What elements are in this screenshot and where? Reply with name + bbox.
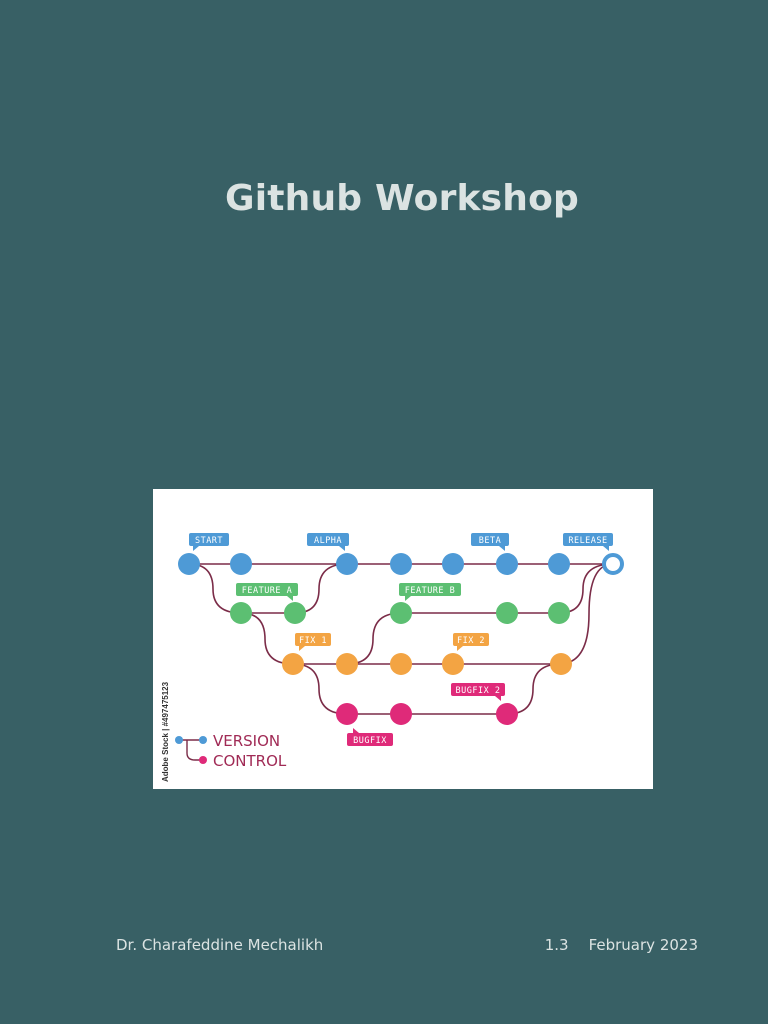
tag-feature-b: FEATURE B (399, 583, 461, 601)
git-branch-graph: START ALPHA BETA RELEASE FEATURE A (161, 533, 624, 782)
svg-text:START: START (195, 536, 223, 546)
feature-branch-nodes (230, 602, 570, 624)
svg-text:FIX 2: FIX 2 (457, 636, 485, 646)
tag-fix-2: FIX 2 (453, 633, 489, 651)
tag-bugfix: BUGFIX (347, 728, 393, 746)
svg-text:BUGFIX 2: BUGFIX 2 (456, 686, 501, 696)
svg-text:ALPHA: ALPHA (314, 536, 342, 546)
legend-line-2: CONTROL (213, 752, 287, 770)
document-title: Github Workshop (224, 178, 580, 219)
fix-branch-nodes (282, 653, 572, 675)
date: February 2023 (588, 936, 698, 954)
legend-line-1: VERSION (213, 732, 280, 750)
tag-bugfix-2: BUGFIX 2 (451, 683, 505, 701)
footer-meta: 1.3 February 2023 (545, 936, 698, 954)
bugfix-branch-nodes (336, 703, 518, 725)
tag-release: RELEASE (563, 533, 613, 551)
svg-text:FIX 1: FIX 1 (299, 636, 327, 646)
tag-alpha: ALPHA (307, 533, 349, 551)
main-branch-nodes (178, 553, 624, 575)
svg-text:FEATURE B: FEATURE B (405, 586, 456, 596)
tag-feature-a: FEATURE A (236, 583, 298, 601)
legend: VERSION CONTROL (175, 732, 287, 770)
tag-beta: BETA (471, 533, 509, 551)
svg-text:RELEASE: RELEASE (568, 536, 607, 546)
version-control-diagram: START ALPHA BETA RELEASE FEATURE A (153, 489, 653, 789)
image-credit: Adobe Stock | #497475123 (161, 681, 170, 782)
tag-fix-1: FIX 1 (295, 633, 331, 651)
tag-start: START (189, 533, 229, 551)
author: Dr. Charafeddine Mechalikh (116, 936, 324, 954)
svg-text:BETA: BETA (479, 536, 501, 546)
version-number: 1.3 (544, 936, 569, 954)
svg-text:BUGFIX: BUGFIX (353, 736, 387, 746)
svg-text:FEATURE A: FEATURE A (242, 586, 293, 596)
release-node (602, 553, 624, 575)
